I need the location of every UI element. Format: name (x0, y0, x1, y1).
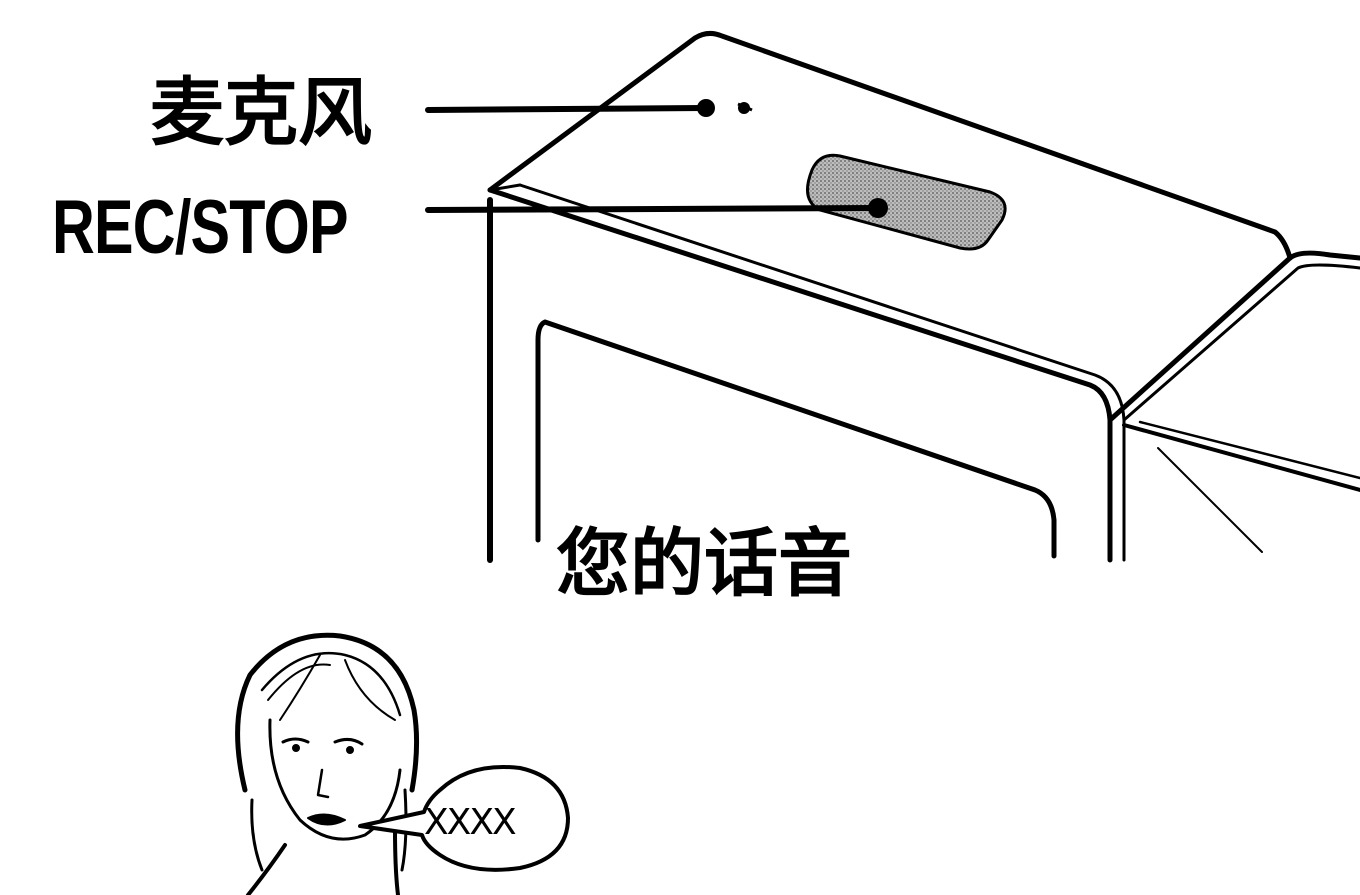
device-front-edge-inner (518, 183, 1126, 562)
microphone-label: 麦克风 (150, 70, 372, 156)
device-right-diagonal (1157, 447, 1263, 553)
device-top-edge (487, 30, 1293, 261)
device-body (487, 30, 1360, 563)
leader-line-mic (425, 105, 707, 113)
device-right-cap-inner (1122, 263, 1360, 422)
speech-bubble-text: XXXX (424, 802, 517, 843)
rec-stop-label: REC/STOP (52, 185, 348, 270)
device-right-cap (1107, 250, 1360, 423)
person-hair (235, 632, 420, 793)
leader-line-rec (425, 205, 881, 213)
leader-lines (425, 105, 881, 213)
person-face (268, 718, 402, 841)
leader-dot-mic (697, 99, 715, 117)
your-voice-label: 您的话音 (552, 527, 856, 601)
device-right-front-edge (1122, 423, 1360, 492)
device-front-edge-outer (487, 187, 1113, 563)
person-mouth (307, 813, 346, 826)
device-right-front-inner (1138, 420, 1360, 480)
device-bevel-left (488, 183, 522, 192)
speaking-person-icon (235, 632, 420, 895)
mic-hole-mark (737, 102, 753, 112)
leader-dot-rec (868, 198, 888, 218)
speech-bubble-icon (358, 764, 570, 872)
rec-stop-button-icon (806, 153, 1007, 251)
device-front-panel (535, 319, 1057, 559)
